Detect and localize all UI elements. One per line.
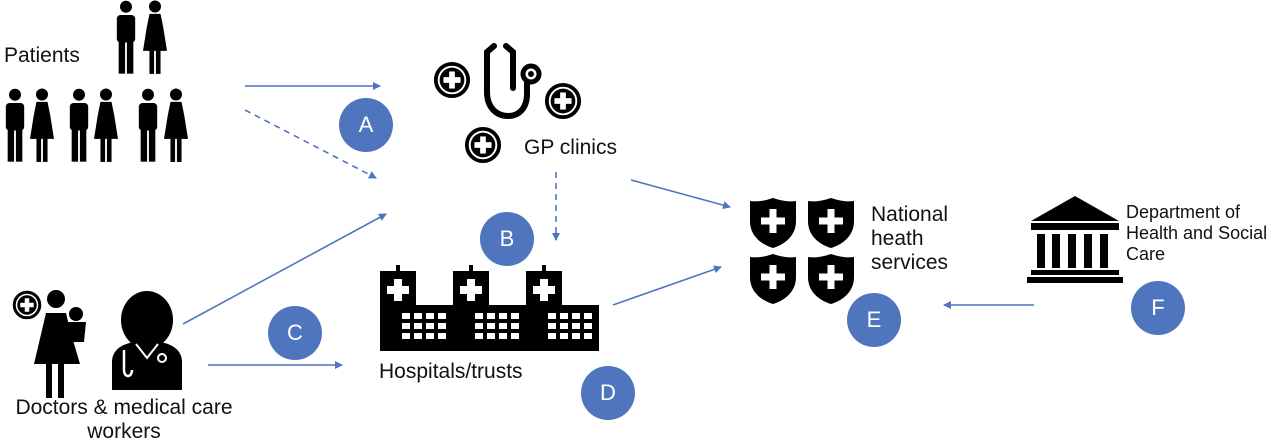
government-building-icon [1027, 196, 1123, 283]
badge-b: B [480, 212, 534, 266]
badge-d: D [581, 366, 635, 420]
patients-label: Patients [4, 44, 80, 67]
hospitals-label: Hospitals/trusts [379, 360, 523, 383]
carer-with-child-icon [34, 290, 86, 398]
national-label-line-1: National [871, 203, 949, 226]
hospitals-icon [380, 265, 599, 351]
arrow-gp-to-national [630, 179, 731, 210]
badge-f: F [1131, 281, 1185, 335]
arrow-doctors-to-gp [182, 213, 387, 325]
shields-icon [750, 198, 854, 304]
department-label-line-3: Care [1126, 244, 1166, 264]
arrow-patients-to-hospitals-dashed [244, 109, 377, 179]
doctors-label: Doctors & medical care workers [0, 396, 248, 444]
doctors-label-line-2: workers [87, 420, 161, 443]
badge-a: A [339, 98, 393, 152]
department-label-line-1: Department of [1126, 202, 1241, 222]
patients-icon [5, 0, 188, 162]
department-label-line-2: Health and Social [1126, 223, 1268, 243]
arrow-hospitals-to-national [612, 265, 722, 306]
doctor-icon [112, 291, 182, 390]
doctors-icon [12, 290, 182, 398]
doctors-label-line-1: Doctors & medical care [15, 396, 233, 419]
national-health-services-label: National heath services [871, 203, 991, 275]
national-label-line-3: services [871, 251, 949, 274]
badge-c: C [268, 306, 322, 360]
department-label: Department of Health and Social Care [1126, 202, 1276, 265]
national-label-line-2: heath [871, 227, 924, 250]
badge-e: E [847, 293, 901, 347]
gp-clinics-icon [433, 43, 582, 164]
stethoscope-icon [484, 43, 530, 120]
arrows [182, 82, 1034, 369]
gp-clinics-label: GP clinics [524, 136, 617, 159]
